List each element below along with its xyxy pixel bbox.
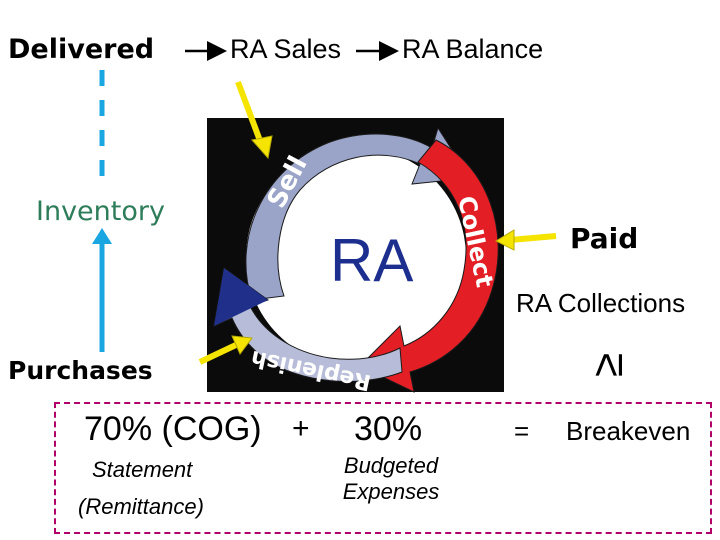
breakeven-label: Breakeven xyxy=(566,416,691,446)
sell-arrow xyxy=(245,126,471,301)
collect-arrow xyxy=(359,139,499,393)
purchases-pointer-line xyxy=(198,341,240,365)
budgeted-expenses-label: Budgeted Expenses xyxy=(342,453,440,504)
statement-label: Statement xyxy=(92,457,193,482)
delivered-label: Delivered xyxy=(8,34,155,65)
paid-label: Paid xyxy=(570,222,639,255)
inventory-label: Inventory xyxy=(36,196,165,227)
paid-pointer-line xyxy=(509,233,557,243)
ra-balance-label: RA Balance xyxy=(402,34,544,64)
replenish-arrowhead xyxy=(214,268,268,326)
purchases-label: Purchases xyxy=(8,356,153,385)
ra-sales-label: RA Sales xyxy=(230,34,342,64)
rasales-pointer-head xyxy=(251,135,273,160)
ra-center-label: RA xyxy=(330,227,414,294)
cog-percentage: 70% (COG) xyxy=(84,410,262,448)
remittance-label: (Remittance) xyxy=(78,494,204,519)
equals-sign: = xyxy=(514,416,530,446)
ra-collections-label: RA Collections xyxy=(516,288,686,318)
plus-sign: + xyxy=(292,412,310,445)
purchases-pointer-head xyxy=(231,335,253,355)
rasales-pointer-line xyxy=(235,80,265,148)
cycle-center-disc xyxy=(246,147,466,367)
expenses-percentage: 30% xyxy=(354,410,423,448)
purchases-to-inventory-arrowhead xyxy=(92,228,112,244)
paid-pointer-head xyxy=(494,229,515,251)
equation-box xyxy=(54,402,712,534)
greater-equal-symbol: ≥ xyxy=(583,352,633,378)
